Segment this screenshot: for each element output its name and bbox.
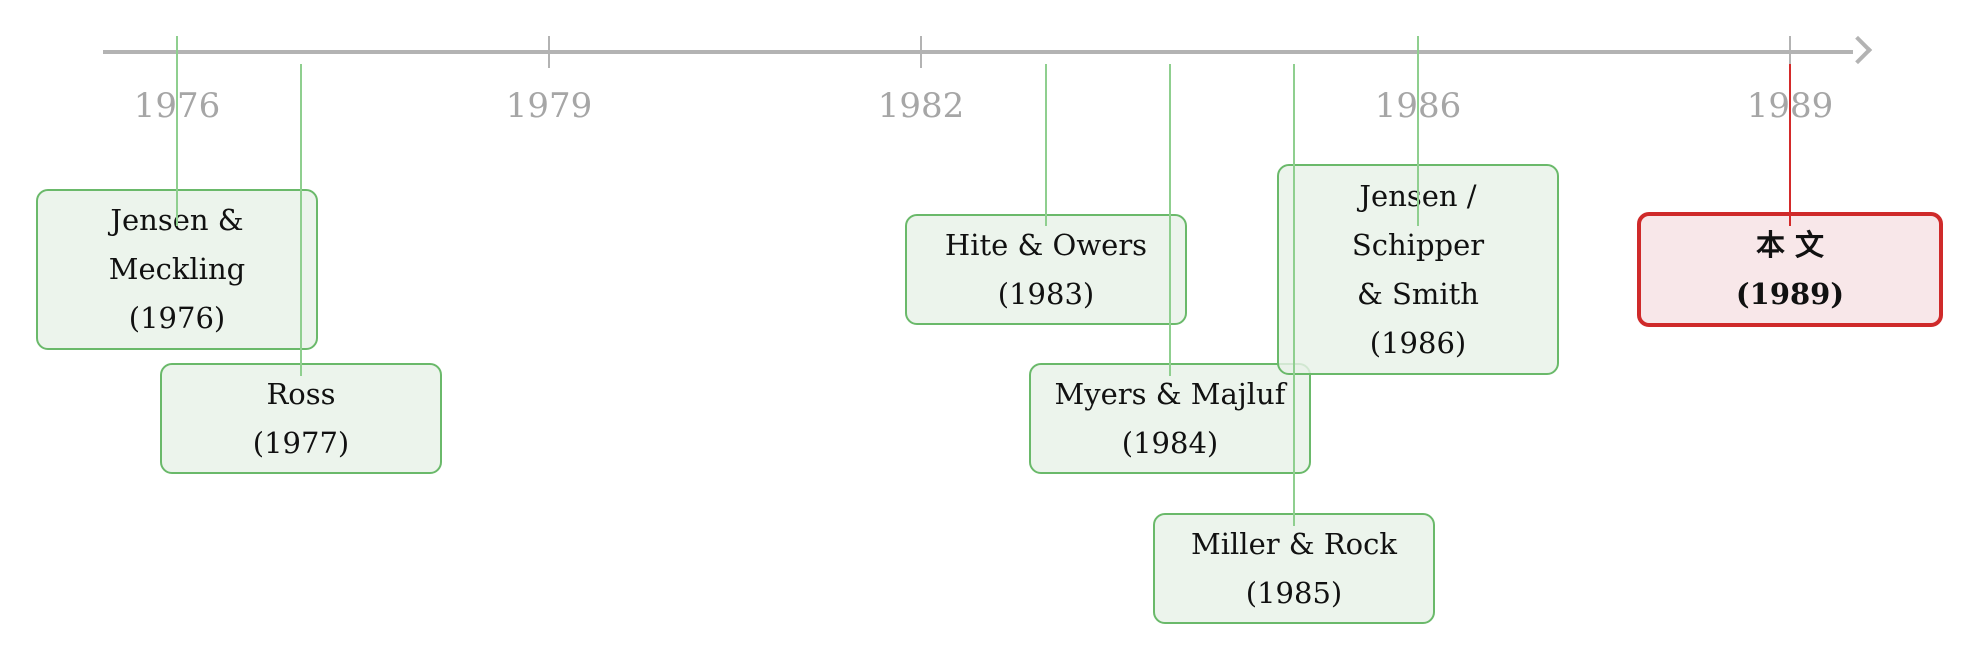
connector-ross — [300, 64, 302, 376]
event-box-miller-rock: Miller & Rock (1985) — [1153, 513, 1435, 624]
axis-tick — [920, 36, 922, 68]
event-box-this-paper: 本 文 (1989) — [1637, 212, 1943, 327]
event-box-myers-majluf: Myers & Majluf (1984) — [1029, 363, 1311, 474]
year-label-1979: 1979 — [505, 86, 593, 126]
connector-this-paper — [1789, 64, 1791, 226]
event-text-line: (1985) — [1245, 575, 1343, 610]
event-text-line: 本 文 — [1755, 227, 1825, 262]
event-box-ross: Ross (1977) — [160, 363, 442, 474]
event-text-line: Schipper — [1351, 227, 1485, 262]
connector-jensen-schipper-smith — [1417, 36, 1419, 226]
event-text-line: Ross — [266, 376, 336, 411]
axis-arrow-icon — [1843, 35, 1873, 65]
event-text-line: Meckling — [108, 252, 246, 286]
event-text-line: & Smith — [1356, 276, 1479, 311]
event-text-line: (1983) — [997, 276, 1095, 311]
axis-tick — [548, 36, 550, 68]
event-text-line: Hite & Owers — [944, 227, 1148, 262]
event-box-hite-owers: Hite & Owers (1983) — [905, 214, 1187, 325]
connector-miller-rock — [1293, 64, 1295, 526]
connector-hite-owers — [1045, 64, 1047, 226]
event-text-line: (1976) — [128, 301, 226, 335]
event-text-line: (1984) — [1121, 425, 1219, 460]
connector-jensen-meckling — [176, 36, 178, 226]
year-label-1982: 1982 — [877, 86, 965, 126]
event-text-line: (1977) — [252, 425, 350, 460]
connector-myers-majluf — [1169, 64, 1171, 376]
event-text-line: Miller & Rock — [1191, 526, 1397, 561]
timeline-axis — [103, 50, 1853, 54]
event-text-line: (1989) — [1735, 276, 1845, 311]
event-text-line: Myers & Majluf — [1054, 376, 1286, 411]
event-text-line: (1986) — [1369, 325, 1467, 360]
axis-tick — [1789, 36, 1791, 68]
